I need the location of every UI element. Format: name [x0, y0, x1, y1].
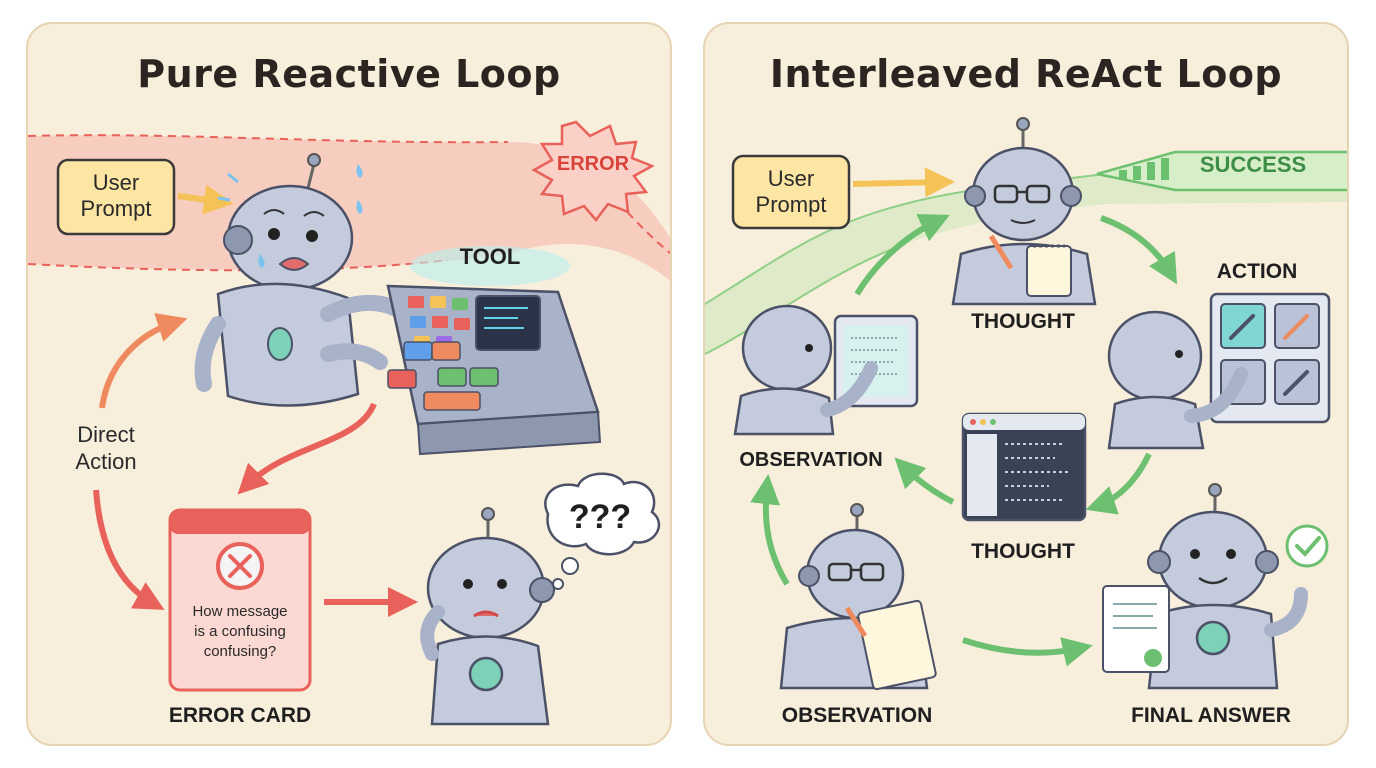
- observation-robot-bottom: [779, 503, 937, 691]
- error-card-line1: How message: [192, 603, 287, 620]
- react-loop-illustration: SUCCESS User Prompt THOUGHT ACTION: [705, 117, 1347, 727]
- tool-label: TOOL: [460, 244, 521, 269]
- user-prompt-box: User Prompt: [56, 158, 176, 236]
- action-robot: [1107, 310, 1248, 450]
- thinking-robot-top: [951, 117, 1097, 306]
- direct-action-line2: Action: [75, 449, 136, 474]
- thought-mid-label: THOUGHT: [971, 540, 1075, 563]
- panel-interleaved-react-loop: SUCCESS User Prompt THOUGHT ACTION: [703, 22, 1349, 746]
- error-card-line3: confusing?: [204, 643, 277, 660]
- user-prompt-right-line2: Prompt: [756, 192, 827, 217]
- user-prompt-box-right: User Prompt: [731, 154, 851, 230]
- code-window: [961, 412, 1087, 522]
- final-answer-robot: [1102, 483, 1329, 690]
- user-prompt-right-line1: User: [768, 166, 814, 191]
- tool-to-error-arrow: [237, 402, 377, 495]
- error-card-label: ERROR CARD: [169, 704, 311, 727]
- react-cycle-arrows: [750, 214, 1178, 667]
- error-burst-label: ERROR: [557, 153, 630, 175]
- panel-title-right: Interleaved ReAct Loop: [769, 52, 1283, 96]
- observation-left-label: OBSERVATION: [739, 449, 882, 471]
- tool-console: TOOL: [386, 244, 602, 456]
- final-answer-label: FINAL ANSWER: [1131, 704, 1291, 727]
- success-banner-label: SUCCESS: [1200, 152, 1306, 177]
- thought-top-label: THOUGHT: [971, 310, 1075, 333]
- reactive-loop-illustration: ERROR User Prompt: [28, 120, 670, 727]
- thought-bubble: ???: [544, 472, 661, 590]
- thought-bubble-text: ???: [569, 498, 631, 536]
- action-label: ACTION: [1217, 260, 1298, 283]
- error-burst: ERROR: [531, 120, 655, 222]
- user-prompt-line2: Prompt: [81, 196, 152, 221]
- confused-robot: [420, 507, 555, 726]
- prompt-arrow: [177, 184, 234, 215]
- observation-bottom-label: OBSERVATION: [782, 704, 933, 727]
- stressed-robot: [194, 153, 406, 407]
- user-prompt-line1: User: [93, 170, 139, 195]
- observation-robot-left: [733, 304, 919, 436]
- success-banner: SUCCESS: [1096, 150, 1347, 192]
- direct-action-arrow-up: [99, 313, 188, 409]
- error-band: [28, 134, 670, 281]
- panel-pure-reactive-loop: ERROR User Prompt: [26, 22, 672, 746]
- panel-title-left: Pure Reactive Loop: [137, 52, 561, 96]
- error-card: How message is a confusing confusing?: [168, 508, 312, 692]
- direct-action-line1: Direct: [77, 422, 134, 447]
- prompt-arrow-right: [852, 167, 955, 198]
- direct-action-arrow-down: [93, 489, 165, 610]
- error-card-line2: is a confusing: [194, 623, 286, 640]
